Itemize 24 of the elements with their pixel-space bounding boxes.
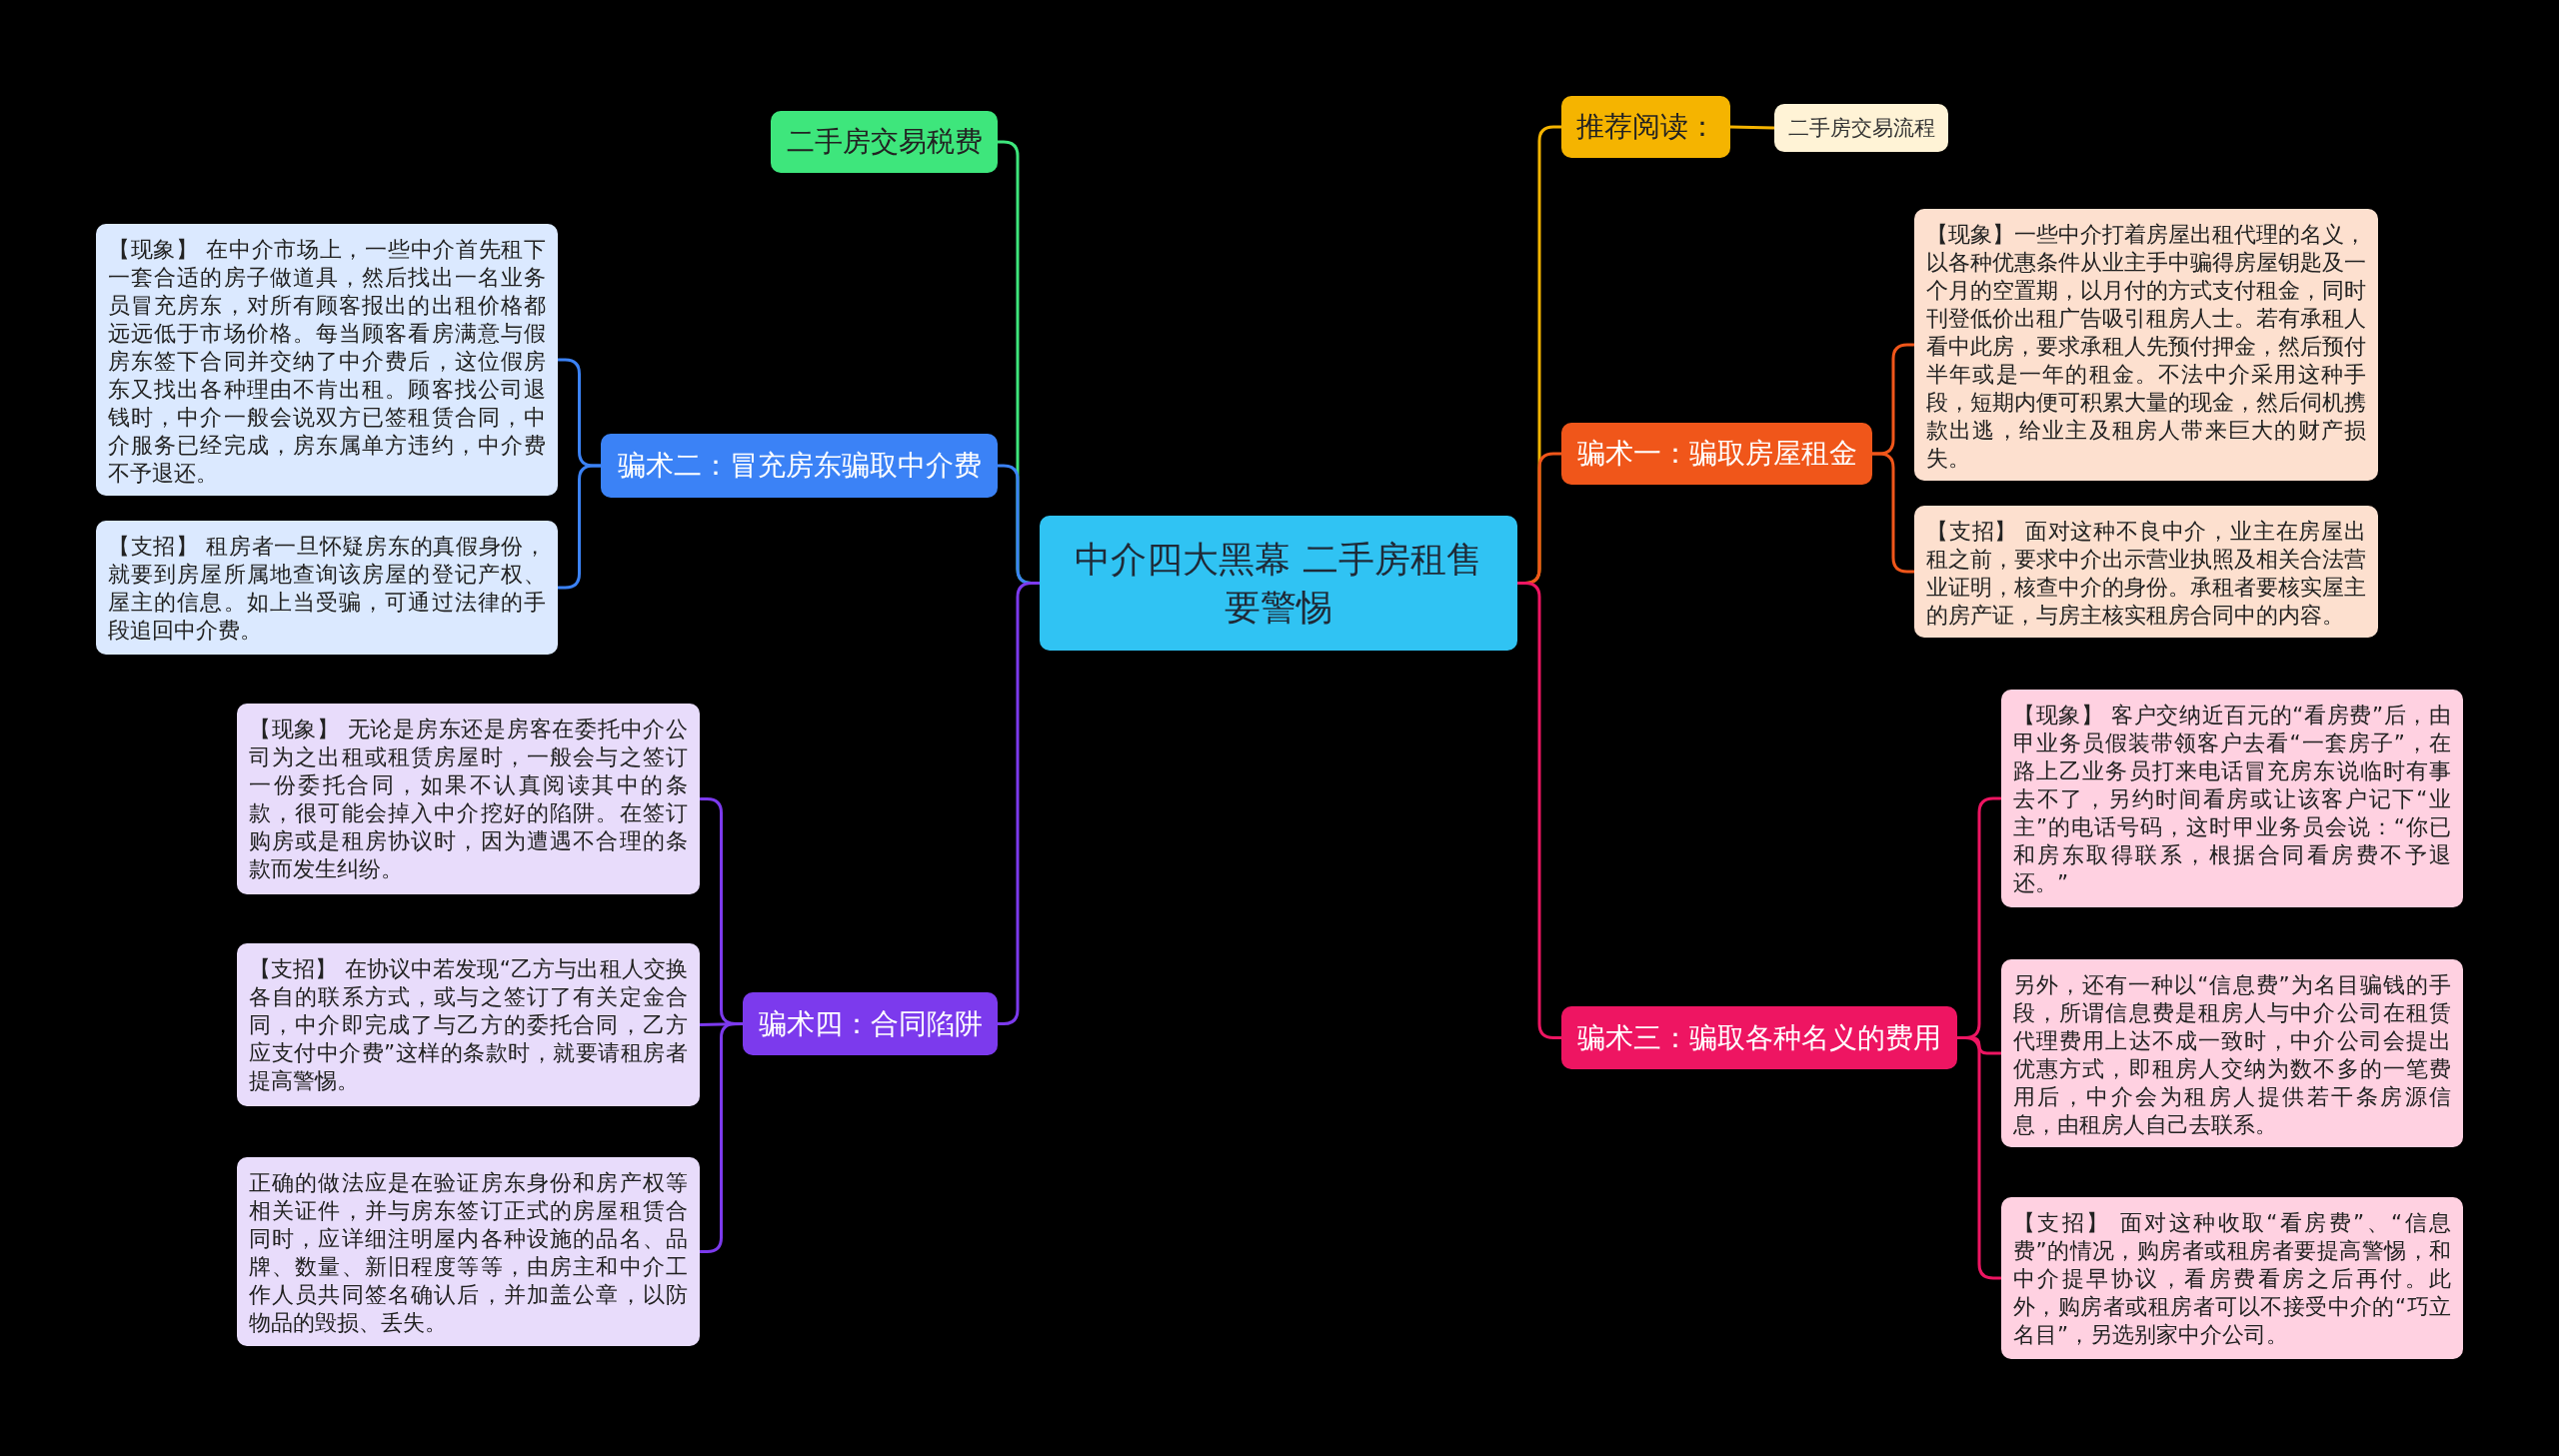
connector bbox=[558, 464, 601, 590]
topic-box: 骗术二：冒充房东骗取中介费 bbox=[601, 434, 998, 498]
link-box: 二手房交易流程 bbox=[1774, 104, 1948, 152]
note-box: 【支招】 面对这种收取“看房费”、“信息费”的情况，购房者或租房者要提高警惕，和中介提早协议，看房费看房之后再付。此外，购房者或租房者可以不接受中介的“巧立名目”，另选别家中介公司。 bbox=[2001, 1197, 2463, 1359]
note-box: 【支招】 在协议中若发现“乙方与出租人交换各自的联系方式，或与之签订了有关定金合同，中介即完成了与乙方的委托合同，乙方应支付中介费”这样的条款时，就要请租房者提高警惕。 bbox=[237, 943, 700, 1106]
topic-box: 推荐阅读： bbox=[1561, 96, 1730, 158]
note-box: 【现象】 在中介市场上，一些中介首先租下一套合适的房子做道具，然后找出一名业务员冒充房东，对所有顾客报出的出租价格都远远低于市场价格。每当顾客看房满意与假房东签下合同并交纳了中介费后，这位假房东又找出各种理由不肯出租。顾客找公司退钱时，中介一般会说双方已签租赁合同，中介服务已经完成，房东属单方违约，中介费不予退还。 bbox=[96, 224, 558, 496]
topic-box: 骗术四：合同陷阱 bbox=[743, 992, 998, 1055]
connector bbox=[700, 1022, 743, 1253]
topic-box: 二手房交易税费 bbox=[771, 111, 998, 173]
connector bbox=[1957, 1036, 2001, 1280]
connector bbox=[1872, 452, 1914, 574]
note-box: 【现象】 客户交纳近百元的“看房费”后，由甲业务员假装带领客户去看“一套房子”，在路上乙业务员打来电话冒充房东说临时有事去不了，另约时间看房或让该客户记下“业主”的电话号码，这时甲业务员会说：“你已和房东取得联系，根据合同看房费不予退还。” bbox=[2001, 690, 2463, 907]
topic-box: 骗术三：骗取各种名义的费用 bbox=[1561, 1006, 1957, 1069]
note-box: 【现象】一些中介打着房屋出租代理的名义，以各种优惠条件从业主手中骗得房屋钥匙及一个月的空置期，以月付的方式支付租金，同时刊登低价出租广告吸引租房人士。若有承租人看中此房，要求承租人先预付押金，然后预付半年或是一年的租金。不法中介采用这种手段，短期内便可积累大量的现金，然后伺机携款出逃，给业主及租房人带来巨大的财产损失。 bbox=[1914, 209, 2378, 481]
central-topic-box: 中介四大黑幕 二手房租售要警惕 bbox=[1040, 516, 1517, 651]
note-box: 【支招】 租房者一旦怀疑房东的真假身份，就要到房屋所属地查询该房屋的登记产权、屋主的信息。如上当受骗，可通过法律的手段追回中介费。 bbox=[96, 521, 558, 655]
connector bbox=[1729, 125, 1775, 130]
note-box: 【支招】 面对这种不良中介，业主在房屋出租之前，要求中介出示营业执照及相关合法营业证明，核查中介的身份。承租者要核实屋主的房产证，与房主核实租房合同中的内容。 bbox=[1914, 506, 2378, 638]
note-box: 【现象】 无论是房东还是房客在委托中介公司为之出租或租赁房屋时，一般会与之签订一份委托合同，如果不认真阅读其中的条款，很可能会掉入中介挖好的陷阱。在签订购房或是租房协议时，因为遭遇不合理的条款而发生纠纷。 bbox=[237, 704, 700, 894]
note-box: 正确的做法应是在验证房东身份和房产权等相关证件，并与房东签订正式的房屋租赁合同时，应详细注明屋内各种设施的品名、品牌、数量、新旧程度等等，由房主和中介工作人员共同签名确认后，并加盖公章，以防物品的毁损、丢失。 bbox=[237, 1157, 700, 1346]
note-box: 另外，还有一种以“信息费”为名目骗钱的手段，所谓信息费是租房人与中介公司在租赁代理费用上达不成一致时，中介公司会提出优惠方式，即租房人交纳为数不多的一笔费用后，中介会为租房人提供若干条房源信息，由租房人自己去联系。 bbox=[2001, 959, 2463, 1147]
topic-box: 骗术一：骗取房屋租金 bbox=[1561, 423, 1872, 485]
connector bbox=[1517, 582, 1561, 1039]
